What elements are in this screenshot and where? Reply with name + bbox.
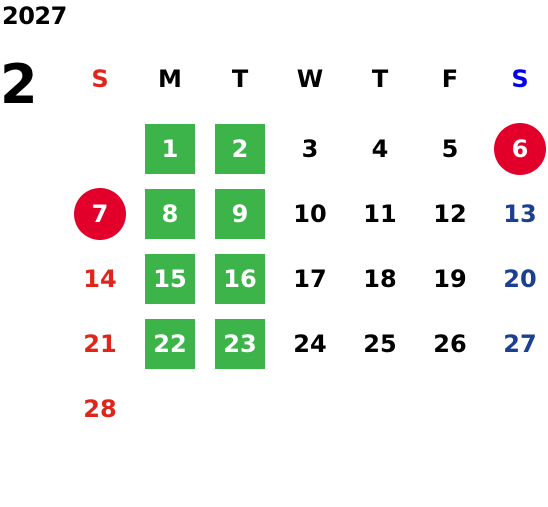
day-number: 4 xyxy=(371,135,389,163)
day-cell[interactable]: 21 xyxy=(68,312,132,376)
day-number: 24 xyxy=(293,330,327,358)
day-cell[interactable]: 13 xyxy=(488,182,548,246)
day-number: 25 xyxy=(363,330,397,358)
calendar-month: 2 xyxy=(0,53,38,116)
day-cell[interactable]: 12 xyxy=(418,182,482,246)
closed-day-marker xyxy=(215,254,265,304)
day-number: 9 xyxy=(231,200,249,228)
day-cell[interactable]: 4 xyxy=(348,117,412,181)
day-cell[interactable]: 2 xyxy=(208,117,272,181)
day-cell[interactable]: 16 xyxy=(208,247,272,311)
day-number: 17 xyxy=(293,265,327,293)
holiday-marker xyxy=(74,188,126,240)
closed-day-marker xyxy=(145,254,195,304)
day-number: 15 xyxy=(153,265,187,293)
day-number: 18 xyxy=(363,265,397,293)
day-number: 27 xyxy=(503,330,537,358)
holiday-marker xyxy=(494,123,546,175)
day-cell[interactable]: 5 xyxy=(418,117,482,181)
day-cell[interactable]: 15 xyxy=(138,247,202,311)
calendar-grid: S M T W T F S 1 2 3 4 5 6 7 8 9 10 11 xyxy=(68,47,548,507)
day-cell[interactable]: 24 xyxy=(278,312,342,376)
day-cell[interactable]: 22 xyxy=(138,312,202,376)
day-number: 12 xyxy=(433,200,467,228)
day-number: 11 xyxy=(363,200,397,228)
weekday-header-sunday: S xyxy=(91,65,109,93)
day-cell[interactable]: 23 xyxy=(208,312,272,376)
day-cell[interactable]: 3 xyxy=(278,117,342,181)
weekday-header-saturday: S xyxy=(511,65,529,93)
day-number: 20 xyxy=(503,265,537,293)
day-number: 8 xyxy=(161,200,179,228)
day-number: 14 xyxy=(83,265,117,293)
closed-day-marker xyxy=(145,124,195,174)
day-cell[interactable]: 26 xyxy=(418,312,482,376)
day-cell[interactable]: 28 xyxy=(68,377,132,441)
closed-day-marker xyxy=(215,124,265,174)
weekday-header-monday: M xyxy=(158,65,182,93)
day-cell[interactable]: 6 xyxy=(488,117,548,181)
day-cell[interactable]: 7 xyxy=(68,182,132,246)
day-number: 6 xyxy=(511,135,529,163)
day-cell[interactable]: 25 xyxy=(348,312,412,376)
day-number: 10 xyxy=(293,200,327,228)
day-cell[interactable]: 10 xyxy=(278,182,342,246)
weekday-header-wednesday: W xyxy=(296,65,324,93)
day-number: 13 xyxy=(503,200,537,228)
closed-day-marker xyxy=(215,189,265,239)
day-number: 19 xyxy=(433,265,467,293)
day-number: 28 xyxy=(83,395,117,423)
day-cell[interactable]: 1 xyxy=(138,117,202,181)
closed-day-marker xyxy=(145,319,195,369)
closed-day-marker xyxy=(145,189,195,239)
weekday-header-tuesday: T xyxy=(231,65,249,93)
day-cell[interactable]: 18 xyxy=(348,247,412,311)
day-number: 7 xyxy=(91,200,109,228)
day-cell[interactable]: 9 xyxy=(208,182,272,246)
day-cell[interactable]: 19 xyxy=(418,247,482,311)
day-number: 16 xyxy=(223,265,257,293)
day-cell[interactable]: 11 xyxy=(348,182,412,246)
day-cell[interactable]: 14 xyxy=(68,247,132,311)
day-number: 2 xyxy=(231,135,249,163)
day-cell[interactable]: 8 xyxy=(138,182,202,246)
day-number: 22 xyxy=(153,330,187,358)
day-number: 21 xyxy=(83,330,117,358)
day-cell[interactable]: 27 xyxy=(488,312,548,376)
day-number: 23 xyxy=(223,330,257,358)
closed-day-marker xyxy=(215,319,265,369)
day-number: 3 xyxy=(301,135,319,163)
day-number: 5 xyxy=(441,135,459,163)
day-number: 26 xyxy=(433,330,467,358)
day-cell[interactable]: 20 xyxy=(488,247,548,311)
day-number: 1 xyxy=(161,135,179,163)
day-cell[interactable]: 17 xyxy=(278,247,342,311)
calendar-year: 2027 xyxy=(2,2,67,30)
weekday-header-thursday: T xyxy=(371,65,389,93)
weekday-header-friday: F xyxy=(441,65,459,93)
